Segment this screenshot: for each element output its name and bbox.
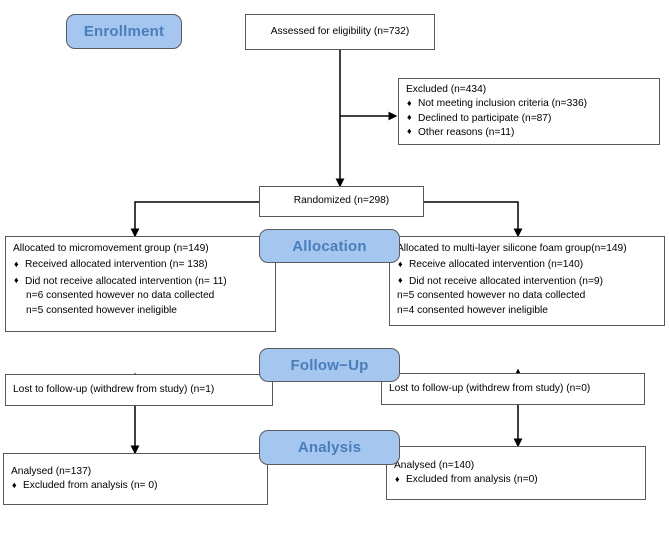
stage-label-followup: Follow−Up	[259, 348, 400, 382]
node-allocation-left: Allocated to micromovement group (n=149)…	[5, 236, 276, 332]
allocation-right-note-1: n=5 consented however no data collected	[397, 290, 586, 302]
excluded-reason-2: ♦ Declined to participate (n=87)	[406, 112, 652, 126]
bullet-diamond-icon: ♦	[398, 275, 403, 286]
bullet-diamond-icon: ♦	[407, 112, 412, 122]
node-followup-right: Lost to follow-up (withdrew from study) …	[381, 373, 645, 405]
stage-label-enrollment-text: Enrollment	[83, 23, 165, 40]
node-analysis-right: Analysed (n=140) ♦ Excluded from analysi…	[386, 446, 646, 500]
followup-left-label: Lost to follow-up (withdrew from study) …	[13, 383, 215, 395]
followup-right-label: Lost to follow-up (withdrew from study) …	[389, 382, 591, 394]
analysis-left-bullet-1: ♦ Excluded from analysis (n= 0)	[11, 479, 260, 493]
assessed-label: Assessed for eligibility (n=732)	[270, 25, 410, 37]
analysis-left-bullet-1-text: Excluded from analysis (n= 0)	[23, 480, 158, 491]
allocation-left-bullet-1: ♦ Received allocated intervention (n= 13…	[13, 258, 268, 272]
stage-label-analysis: Analysis	[259, 430, 400, 465]
analysis-right-bullet-1-text: Excluded from analysis (n=0)	[406, 474, 538, 485]
excluded-heading: Excluded (n=434)	[406, 83, 487, 95]
bullet-diamond-icon: ♦	[14, 275, 19, 286]
bullet-diamond-icon: ♦	[407, 97, 412, 108]
node-excluded: Excluded (n=434) ♦ Not meeting inclusion…	[398, 78, 660, 145]
bullet-diamond-icon: ♦	[398, 258, 403, 269]
allocation-left-bullet-2-text: Did not receive allocated intervention (…	[25, 275, 227, 287]
stage-label-allocation-text: Allocation	[292, 237, 367, 255]
allocation-left-note-2: n=5 consented however ineligible	[26, 304, 177, 316]
allocation-right-heading: Allocated to multi-layer silicone foam g…	[397, 243, 627, 254]
excluded-reason-3-text: Other reasons (n=11)	[418, 126, 515, 138]
excluded-reason-2-text: Declined to participate (n=87)	[418, 112, 552, 124]
analysis-right-bullet-1: ♦ Excluded from analysis (n=0)	[394, 473, 638, 487]
excluded-reason-1: ♦ Not meeting inclusion criteria (n=336)	[406, 97, 652, 111]
stage-label-followup-text: Follow−Up	[290, 356, 369, 374]
allocation-right-bullet-1: ♦ Receive allocated intervention (n=140)	[397, 258, 657, 272]
allocation-left-heading: Allocated to micromovement group (n=149)	[13, 243, 209, 254]
allocation-right-bullet-2-text: Did not receive allocated intervention (…	[409, 275, 603, 287]
bullet-diamond-icon: ♦	[395, 473, 400, 484]
allocation-left-bullet-1-text: Received allocated intervention (n= 138)	[25, 259, 208, 271]
stage-label-allocation: Allocation	[259, 229, 400, 263]
node-analysis-left: Analysed (n=137) ♦ Excluded from analysi…	[3, 453, 268, 505]
analysis-left-heading: Analysed (n=137)	[11, 465, 92, 477]
allocation-left-bullet-2: ♦ Did not receive allocated intervention…	[13, 275, 268, 289]
node-randomized: Randomized (n=298)	[259, 186, 424, 217]
node-followup-left: Lost to follow-up (withdrew from study) …	[5, 374, 273, 406]
bullet-diamond-icon: ♦	[407, 126, 412, 137]
bullet-diamond-icon: ♦	[12, 479, 17, 490]
allocation-right-bullet-2: ♦ Did not receive allocated intervention…	[397, 275, 657, 289]
node-assessed-for-eligibility: Assessed for eligibility (n=732)	[245, 14, 435, 50]
allocation-right-bullet-1-text: Receive allocated intervention (n=140)	[409, 259, 584, 271]
excluded-reason-1-text: Not meeting inclusion criteria (n=336)	[418, 98, 588, 110]
allocation-left-note-1: n=6 consented however no data collected	[26, 290, 215, 302]
excluded-reason-3: ♦ Other reasons (n=11)	[406, 126, 652, 140]
bullet-diamond-icon: ♦	[14, 258, 19, 269]
node-allocation-right: Allocated to multi-layer silicone foam g…	[389, 236, 665, 326]
stage-label-analysis-text: Analysis	[297, 439, 362, 456]
analysis-right-heading: Analysed (n=140)	[394, 459, 475, 471]
stage-label-enrollment: Enrollment	[66, 14, 182, 49]
allocation-right-note-2: n=4 consented however ineligible	[397, 304, 548, 316]
randomized-label: Randomized (n=298)	[293, 195, 390, 207]
